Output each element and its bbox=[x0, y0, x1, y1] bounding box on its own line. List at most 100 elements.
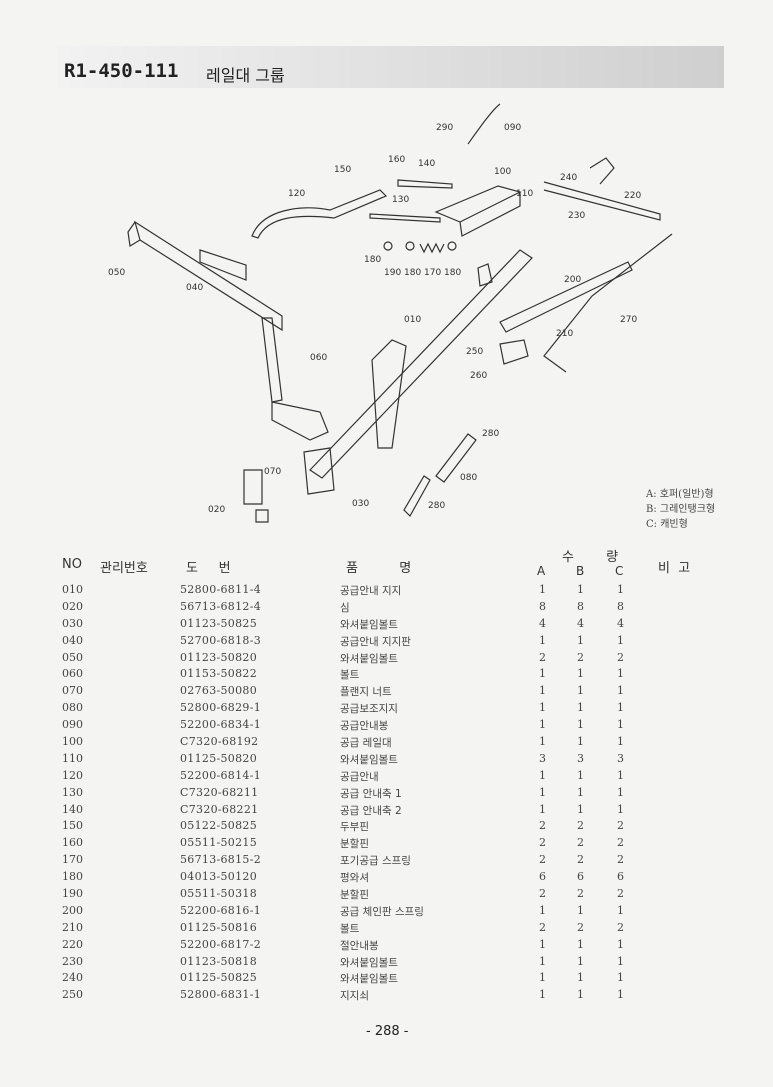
part-220-bar bbox=[543, 181, 661, 221]
part-number: 02763-50080 bbox=[180, 684, 258, 698]
qty-c: 2 bbox=[617, 836, 624, 850]
part-name: 플랜지 너트 bbox=[340, 686, 392, 699]
qty-a: 1 bbox=[539, 988, 546, 1002]
qty-a: 1 bbox=[539, 583, 546, 596]
part-name: 분할핀 bbox=[340, 889, 369, 902]
qty-b: 1 bbox=[577, 785, 584, 799]
callout-180c: 180 bbox=[444, 268, 461, 278]
qty-c: 1 bbox=[617, 633, 624, 647]
part-number: 01153-50822 bbox=[180, 667, 258, 681]
part-number: 52800-6831-1 bbox=[180, 988, 262, 1002]
qty-a: 1 bbox=[539, 903, 546, 917]
qty-a: 2 bbox=[539, 650, 546, 664]
qty-a: 3 bbox=[539, 751, 546, 765]
callout-010: 010 bbox=[404, 315, 421, 325]
qty-c: 2 bbox=[617, 887, 624, 901]
callout-270: 270 bbox=[620, 315, 637, 325]
callout-130: 130 bbox=[392, 195, 409, 205]
part-no: 020 bbox=[62, 599, 83, 613]
part-200-plate bbox=[499, 261, 633, 333]
callout-110: 110 bbox=[516, 189, 533, 199]
callout-180b: 180 bbox=[404, 268, 421, 278]
callout-080: 080 bbox=[460, 473, 477, 483]
part-010-beam bbox=[309, 249, 533, 479]
group-title: 레일대 그룹 bbox=[206, 66, 285, 85]
col-header-no: NO bbox=[62, 557, 82, 572]
qty-b: 1 bbox=[577, 954, 584, 968]
part-number: 52800-6811-4 bbox=[180, 583, 262, 596]
part-no: 190 bbox=[62, 887, 83, 901]
qty-c: 1 bbox=[617, 583, 624, 596]
col-header-b: B bbox=[576, 564, 585, 578]
callout-260: 260 bbox=[470, 371, 487, 381]
qty-c: 2 bbox=[617, 853, 624, 867]
part-120-rod bbox=[251, 189, 388, 239]
part-name: 공급 레일대 bbox=[340, 737, 392, 750]
part-no: 220 bbox=[62, 937, 83, 951]
callout-040: 040 bbox=[186, 283, 203, 293]
callout-030: 030 bbox=[352, 499, 369, 509]
qty-a: 1 bbox=[539, 954, 546, 968]
callout-070: 070 bbox=[264, 467, 281, 477]
part-number: 52700-6818-3 bbox=[180, 633, 262, 647]
legend-c: C: 캐빈형 bbox=[646, 519, 688, 530]
part-name: 공급보조지지 bbox=[340, 703, 398, 716]
part-name: 절안내봉 bbox=[340, 939, 379, 952]
qty-c: 1 bbox=[617, 718, 624, 732]
callout-180a: 180 bbox=[364, 255, 381, 265]
qty-c: 1 bbox=[617, 684, 624, 698]
page-number: - 288 - bbox=[366, 1024, 409, 1039]
part-number: 52800-6829-1 bbox=[180, 701, 262, 715]
part-number: 01123-50820 bbox=[180, 650, 258, 664]
part-name: 와셔붙임볼트 bbox=[340, 956, 398, 969]
col-header-c: C bbox=[615, 564, 624, 578]
qty-b: 2 bbox=[577, 887, 584, 901]
qty-b: 3 bbox=[577, 751, 584, 765]
qty-a: 1 bbox=[539, 802, 546, 816]
qty-c: 1 bbox=[617, 768, 624, 782]
part-name: 공급안내 지지판 bbox=[340, 635, 411, 648]
callout-020: 020 bbox=[208, 505, 225, 515]
part-name: 포기공급 스프링 bbox=[340, 855, 411, 868]
qty-a: 1 bbox=[539, 735, 546, 749]
callout-220: 220 bbox=[624, 191, 641, 201]
part-no: 080 bbox=[62, 701, 83, 715]
qty-a: 1 bbox=[539, 633, 546, 647]
callout-190: 190 bbox=[384, 268, 401, 278]
col-header-name: 품 명 bbox=[346, 561, 412, 576]
qty-c: 8 bbox=[617, 599, 624, 613]
part-name: 심 bbox=[340, 601, 350, 614]
qty-b: 1 bbox=[577, 971, 584, 985]
qty-a: 6 bbox=[539, 870, 546, 884]
qty-c: 1 bbox=[617, 903, 624, 917]
callout-160: 160 bbox=[388, 155, 405, 165]
part-name: 평와셔 bbox=[340, 872, 369, 885]
part-name: 공급 안내축 2 bbox=[340, 804, 402, 817]
qty-c: 4 bbox=[617, 616, 624, 630]
part-name: 공급안내 지지 bbox=[340, 585, 402, 597]
qty-c: 1 bbox=[617, 971, 624, 985]
part-number: C7320-68211 bbox=[180, 785, 259, 799]
part-name: 와셔붙임볼트 bbox=[340, 753, 398, 766]
callout-090: 090 bbox=[504, 123, 521, 133]
part-name: 분할핀 bbox=[340, 838, 369, 851]
qty-a: 1 bbox=[539, 971, 546, 985]
qty-c: 1 bbox=[617, 954, 624, 968]
qty-c: 2 bbox=[617, 819, 624, 833]
part-no: 210 bbox=[62, 920, 83, 934]
group-code: R1-450-111 bbox=[64, 60, 179, 82]
